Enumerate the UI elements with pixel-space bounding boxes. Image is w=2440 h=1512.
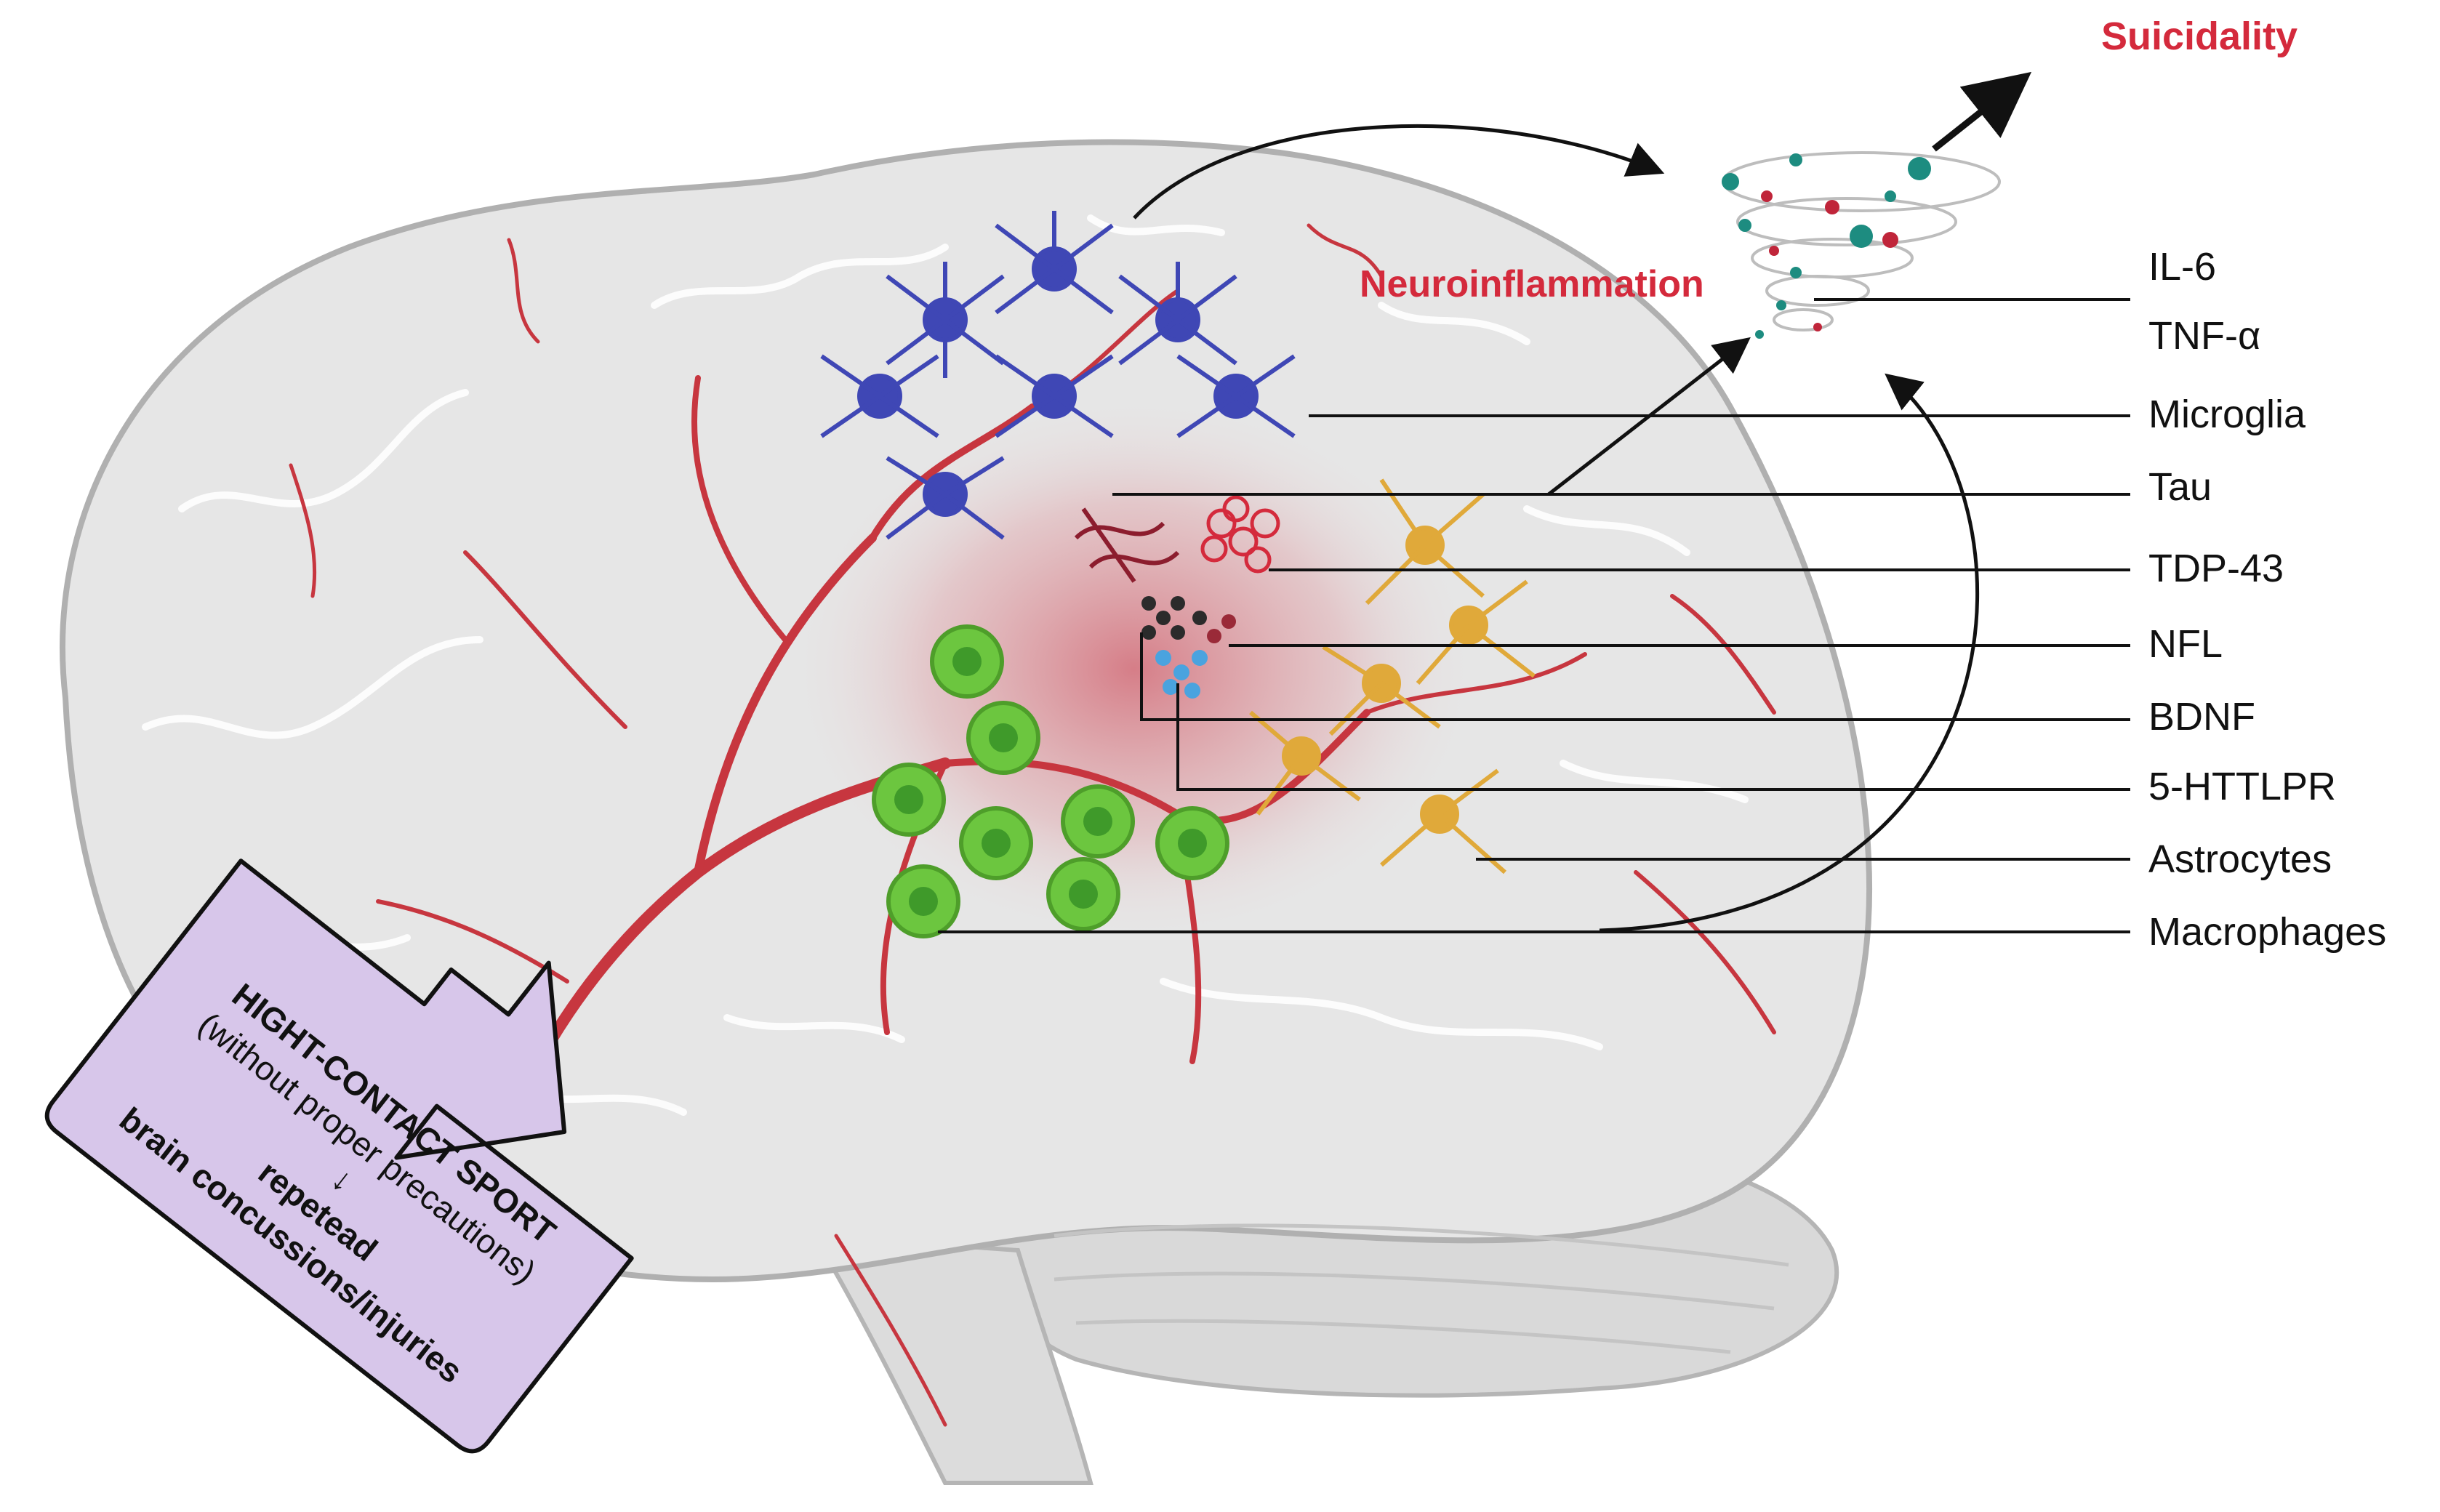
inflammation-glow: [785, 393, 1483, 945]
marker-list: IL-6 TNF-α Microglia Tau TDP-43 NFL BDNF…: [2148, 245, 2386, 954]
macrophage-cell: [872, 763, 946, 837]
astrocyte-cell: [1416, 579, 1536, 685]
leader-lines: [938, 298, 2130, 933]
macrophage-cell: [930, 624, 1004, 699]
arrow-macrophages-to-tornado: [1599, 373, 1980, 933]
macrophage-cell: [959, 806, 1033, 880]
arrow-tornado-to-suicidality: [1932, 71, 2032, 152]
astrocyte-cell: [1365, 478, 1485, 606]
tau-tangle: [1074, 507, 1180, 583]
marker-label: Macrophages: [2148, 910, 2386, 954]
brain-illustration: [60, 139, 1873, 1485]
nfl-particles: [1141, 596, 1236, 643]
marker-label: Astrocytes: [2148, 837, 2332, 881]
arrow-brain-to-tornado: [1133, 124, 1665, 220]
astrocyte-cell: [1249, 710, 1361, 816]
marker-label: 5-HTTLPR: [2148, 765, 2336, 808]
marker-label: BDNF: [2148, 695, 2255, 739]
microglia-cell: [1118, 262, 1237, 366]
microglia-cell: [995, 211, 1114, 315]
microglia-cell: [820, 354, 939, 438]
microglia-cell: [1176, 354, 1296, 438]
brainstem: [810, 1233, 1093, 1485]
marker-label: Microglia: [2148, 393, 2306, 436]
macrophage-cells: [872, 624, 1229, 938]
macrophage-cell: [1155, 806, 1229, 880]
neuroinflammation-label: Neuroinflammation: [1360, 263, 1704, 305]
arrow-astrocytes-to-tornado: [1547, 337, 1751, 496]
microglia-cell: [886, 456, 1005, 540]
tornado-icon: [1722, 151, 2001, 339]
macrophage-cell: [966, 701, 1040, 775]
astrocyte-cell: [1380, 768, 1506, 874]
tdp43-aggregates: [1200, 495, 1280, 574]
microglia-cells: [820, 211, 1296, 540]
macrophage-cell: [886, 864, 960, 938]
cerebellum-folds: [1054, 1223, 1789, 1354]
bdnf-particles: [1155, 650, 1208, 699]
macrophage-cell: [1046, 857, 1120, 931]
marker-label: IL-6: [2148, 245, 2216, 289]
astrocyte-cells: [1249, 478, 1536, 874]
marker-label: NFL: [2148, 622, 2223, 666]
microglia-cell: [995, 354, 1114, 438]
suicidality-label: Suicidality: [2101, 15, 2297, 58]
marker-label: TDP-43: [2148, 547, 2284, 590]
flow-arrows: [1133, 71, 2032, 933]
marker-label: TNF-α: [2148, 314, 2260, 358]
callout-shape: [44, 858, 634, 1454]
marker-label: Tau: [2148, 465, 2212, 509]
macrophage-cell: [1061, 784, 1135, 858]
microglia-cell: [886, 262, 1005, 378]
